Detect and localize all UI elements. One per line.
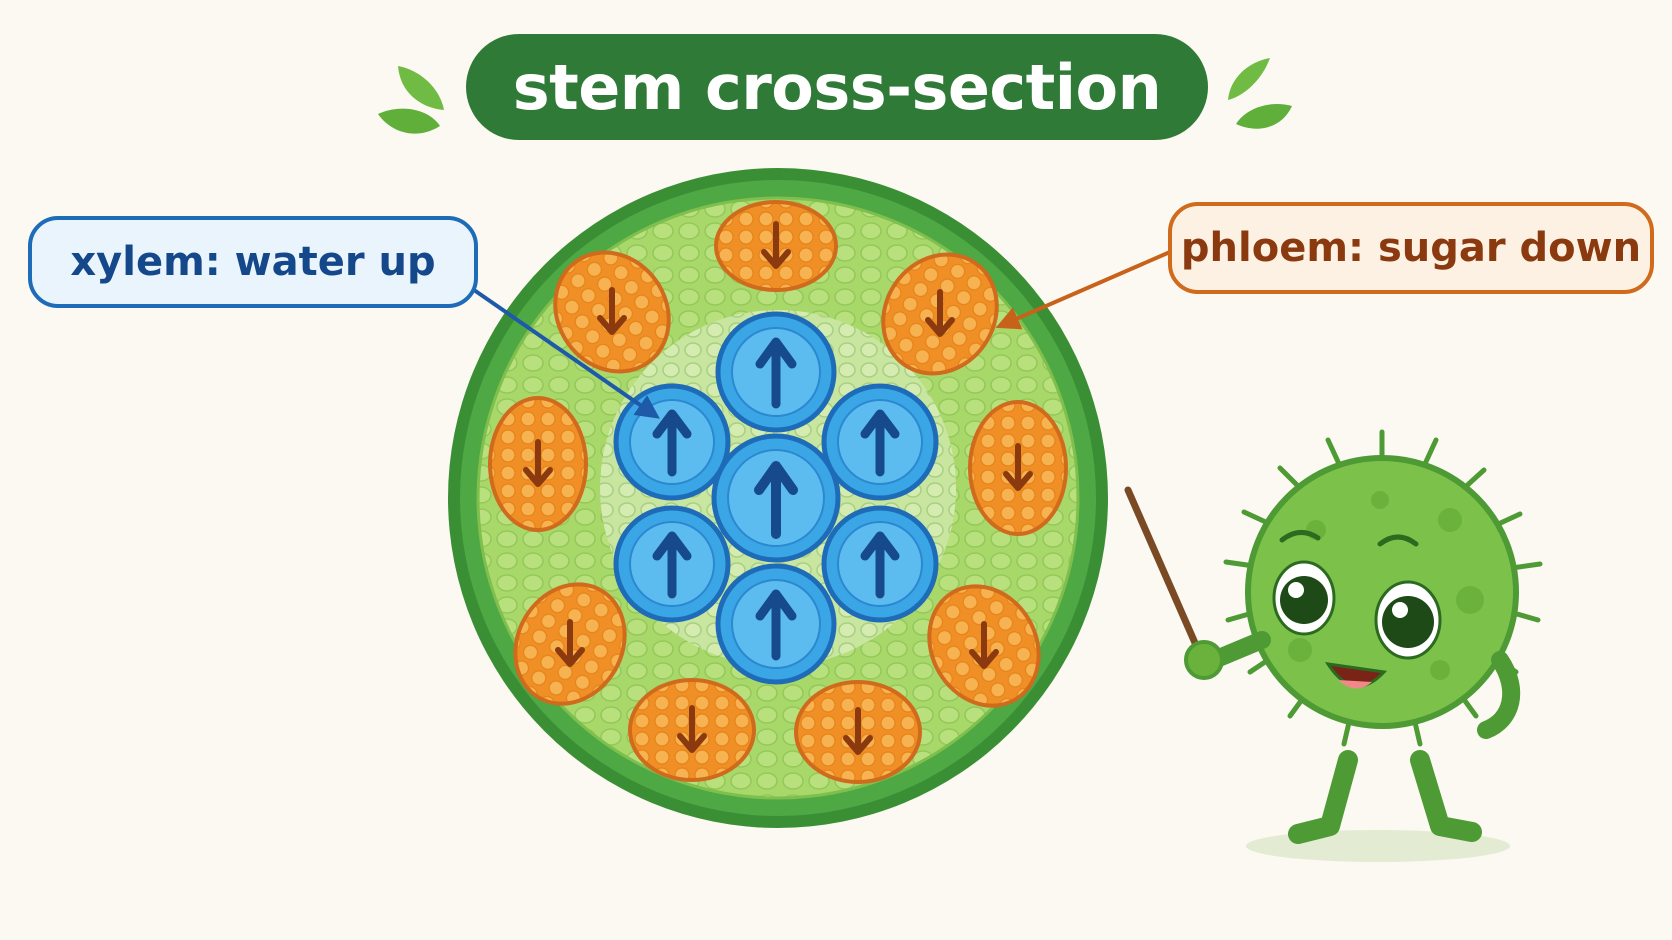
arrow-up-icon [755,589,797,661]
phloem-bundle [881,252,999,376]
arrow-up-icon [860,531,900,599]
arrow-down-icon [677,705,707,753]
xylem-label-text: xylem: water up [70,239,436,285]
arrow-down-icon [1003,443,1033,491]
phloem-bundle [628,678,756,782]
phloem-bundle [714,200,838,292]
phloem-bundle [927,584,1041,708]
xylem-vessel [711,433,841,563]
arrow-down-icon [555,619,585,667]
phloem-bundle [553,250,671,374]
arrow-down-icon [969,621,999,669]
arrow-up-icon [652,409,692,477]
arrow-down-icon [843,707,873,755]
xylem-vessel [715,311,837,433]
phloem-label: phloem: sugar down [1168,202,1654,294]
xylem-vessel [613,505,731,623]
arrow-down-icon [761,221,791,269]
arrow-up-icon [652,531,692,599]
mascot-cell [1124,429,1543,862]
xylem-vessel [613,383,731,501]
arrow-up-icon [755,337,797,409]
arrow-down-icon [597,287,627,335]
arrow-up-icon [754,461,798,539]
arrow-down-icon [523,439,553,487]
xylem-vessel [821,505,939,623]
arrow-down-icon [925,289,955,337]
leaf-icon [1228,58,1292,129]
phloem-label-text: phloem: sugar down [1180,225,1642,271]
arrow-up-icon [860,409,900,477]
phloem-pointer-arrow [995,250,1171,330]
xylem-pointer-arrow [472,288,660,419]
xylem-vessel [715,563,837,685]
leaf-icon [378,66,444,134]
phloem-bundle [488,396,588,532]
phloem-bundles [488,200,1068,784]
phloem-bundle [794,680,922,784]
phloem-bundle [513,582,627,706]
xylem-label: xylem: water up [28,216,478,308]
page-title: stem cross-section [512,50,1162,124]
xylem-vessels [613,311,939,685]
pointer-stick [1124,486,1210,672]
phloem-bundle [968,400,1068,536]
xylem-vessel [821,383,939,501]
title-banner: stem cross-section [466,34,1208,140]
